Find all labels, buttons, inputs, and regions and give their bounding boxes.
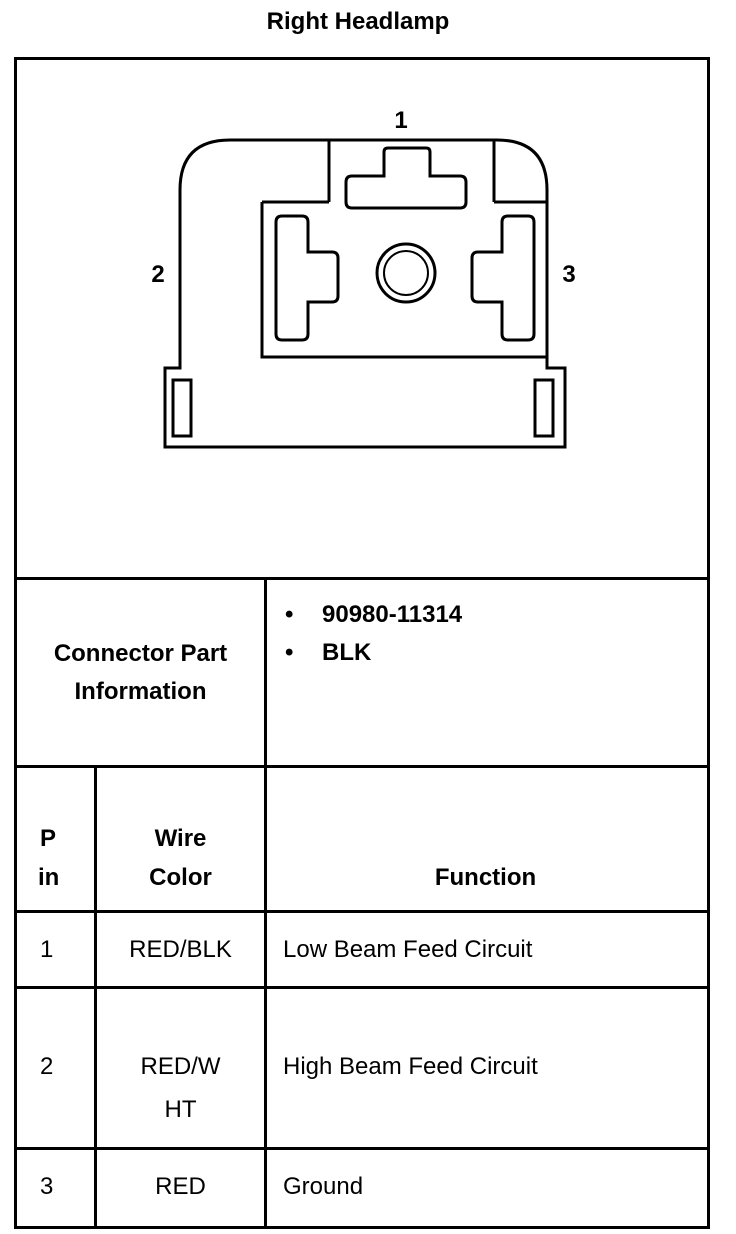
connector-inner-cavity bbox=[260, 200, 547, 359]
pin-label-2: 2 bbox=[151, 261, 164, 288]
divider-vertical-pin bbox=[94, 766, 97, 1226]
divider-diagram-info bbox=[14, 577, 707, 580]
row-3-pin: 3 bbox=[40, 1173, 54, 1200]
terminal-2-shape bbox=[274, 214, 340, 342]
lock-slot-left bbox=[171, 378, 193, 438]
header-wire-line2: Color bbox=[149, 864, 212, 891]
row-3-function: Ground bbox=[283, 1173, 364, 1200]
connector-face-drawing: 1 2 3 bbox=[151, 107, 576, 449]
divider-vertical-function bbox=[264, 578, 267, 1226]
row-2-pin: 2 bbox=[40, 1053, 54, 1080]
center-pin-inner bbox=[383, 250, 429, 296]
header-function: Function bbox=[434, 864, 537, 891]
connector-info-label-line1: Connector Part bbox=[53, 640, 228, 667]
center-pin-outer bbox=[375, 242, 437, 304]
connector-color: BLK bbox=[322, 639, 372, 666]
connector-body-outline bbox=[163, 138, 567, 449]
row-1-wire-color: RED/BLK bbox=[129, 936, 232, 963]
lock-slot-right bbox=[533, 378, 555, 438]
row-1-pin: 1 bbox=[40, 936, 54, 963]
header-wire-line1: Wire bbox=[154, 825, 207, 852]
row-1-function: Low Beam Feed Circuit bbox=[283, 936, 533, 963]
bullet-marker: • bbox=[285, 601, 294, 628]
outer-frame bbox=[14, 57, 710, 1229]
terminal-3-shape bbox=[470, 214, 536, 342]
divider-header-row1 bbox=[14, 910, 707, 913]
divider-row2-row3 bbox=[14, 1147, 707, 1150]
connector-info-label-line2: Information bbox=[74, 678, 207, 705]
terminal-1-shape bbox=[344, 146, 468, 210]
header-pin-line1: P bbox=[40, 825, 57, 852]
diagram-title: Right Headlamp bbox=[266, 8, 450, 35]
divider-info-table bbox=[14, 765, 707, 768]
pin-label-3: 3 bbox=[562, 261, 575, 288]
header-pin-line2: in bbox=[38, 864, 60, 891]
connector-part-number: 90980-11314 bbox=[322, 601, 463, 628]
pin-label-1: 1 bbox=[394, 107, 407, 134]
row-2-wire-color-line2: HT bbox=[164, 1096, 197, 1123]
bullet-marker: • bbox=[285, 639, 294, 666]
row-2-function: High Beam Feed Circuit bbox=[283, 1053, 538, 1080]
row-2-wire-color-line1: RED/W bbox=[140, 1053, 221, 1080]
divider-row1-row2 bbox=[14, 986, 707, 989]
row-3-wire-color: RED bbox=[155, 1173, 206, 1200]
